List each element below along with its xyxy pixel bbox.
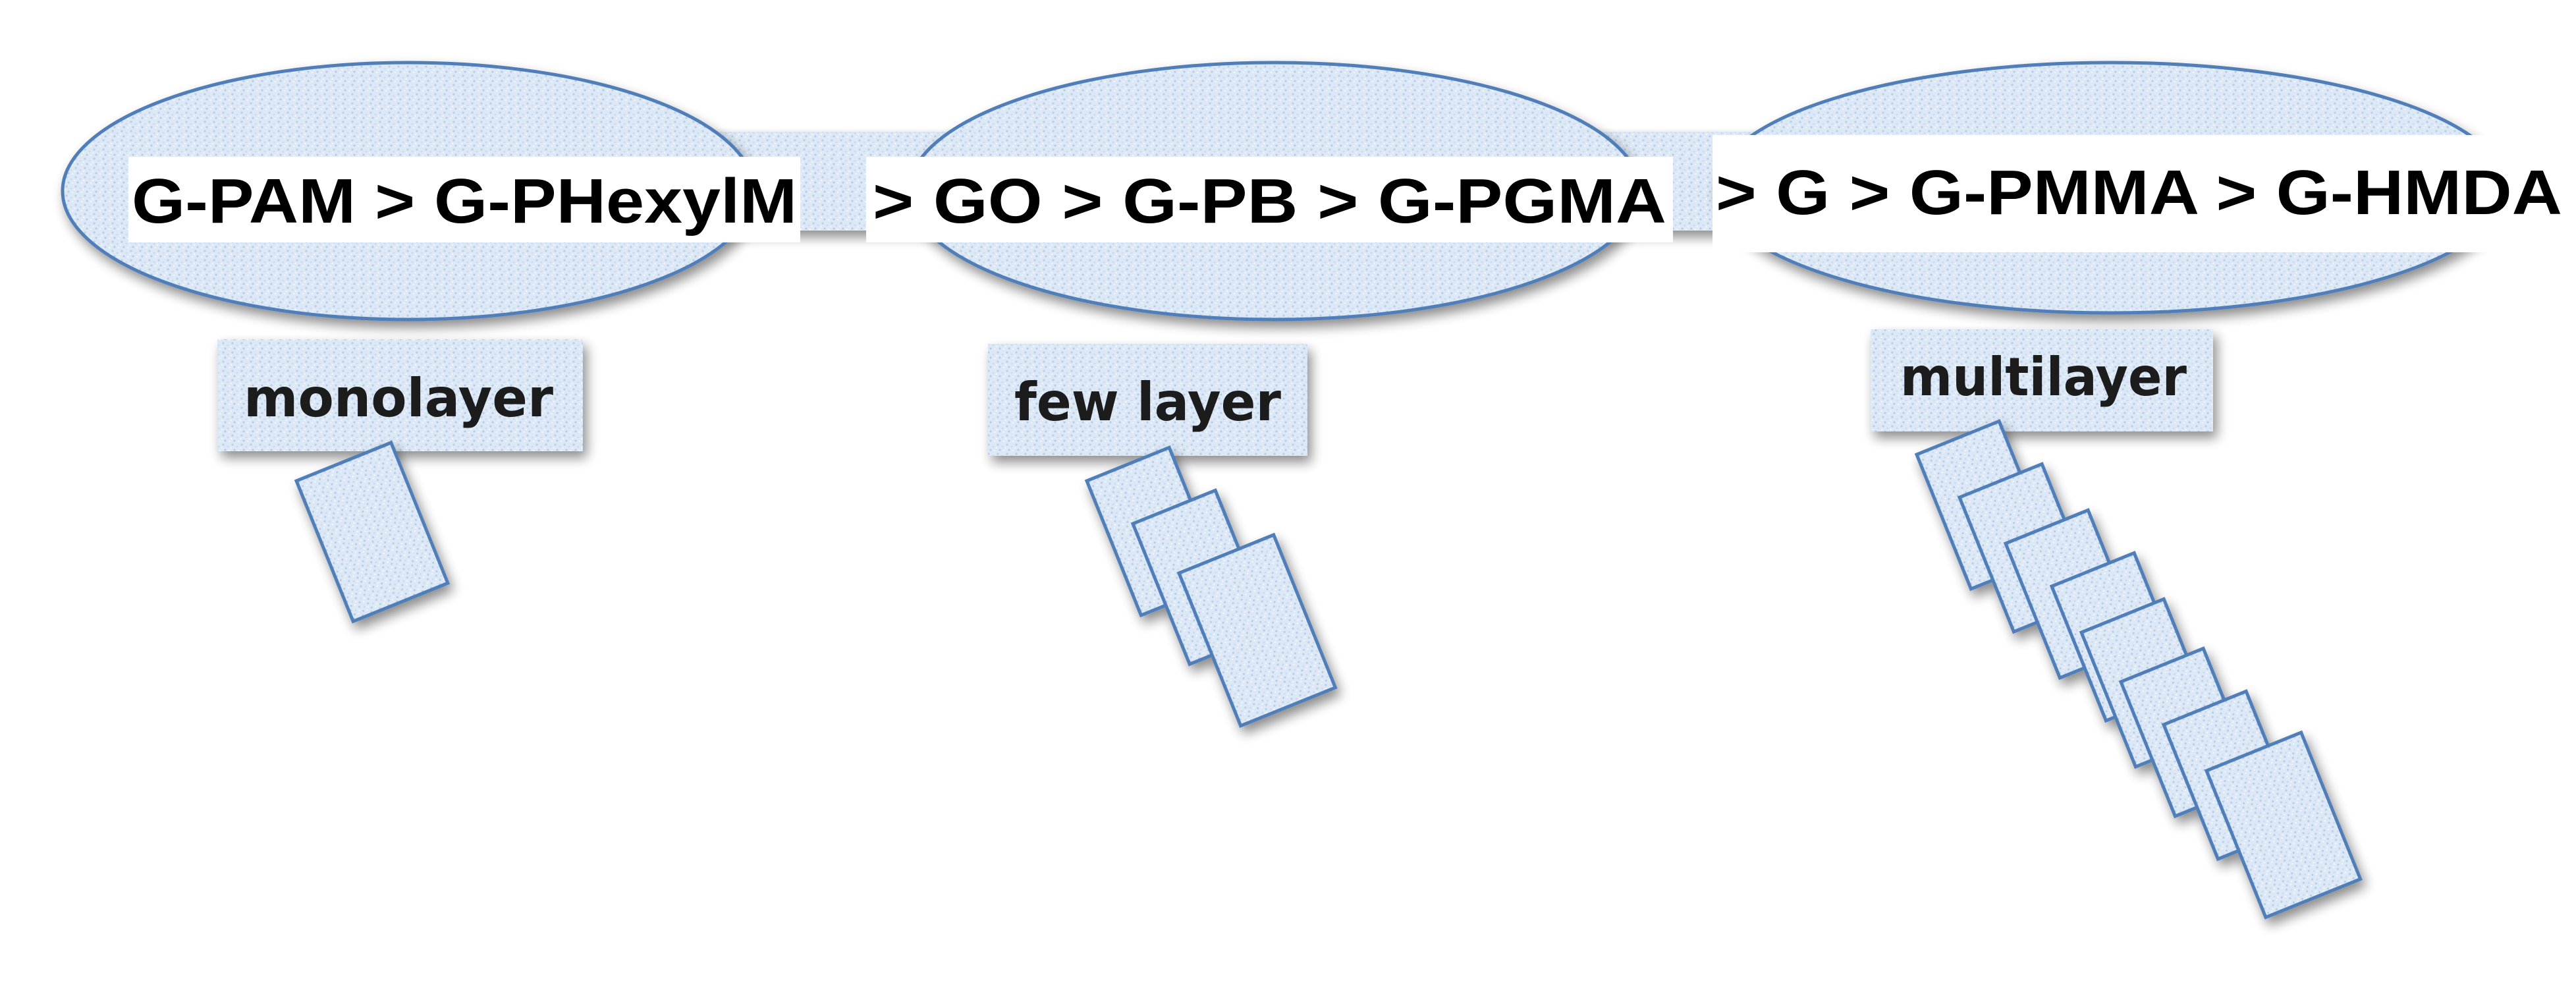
- sheet-stack-monolayer: [294, 440, 451, 624]
- sequence-box-few-layer: [866, 157, 1673, 242]
- sequence-box-multilayer: [1713, 135, 2569, 252]
- label-multilayer: multilayer: [1900, 347, 2187, 408]
- sheet-multilayer-8: [2204, 730, 2363, 920]
- sequence-text-multilayer: > G > G-PMMA > G-HMDA: [1716, 157, 2562, 228]
- sheet-few-layer-3: [1176, 532, 1338, 729]
- sheet-monolayer-1: [294, 440, 451, 624]
- label-few-layer: few layer: [1014, 372, 1282, 433]
- group-multilayer: > G > G-PMMA > G-HMDA multilayer: [1713, 61, 2569, 920]
- label-box-few-layer: [988, 344, 1307, 456]
- group-monolayer: G-PAM > G-PHexylM monolayer: [61, 61, 800, 624]
- label-monolayer: monolayer: [244, 368, 554, 429]
- sequence-text-few-layer: > GO > G-PB > G-PGMA: [873, 166, 1666, 236]
- group-few-layer: > GO > G-PB > G-PGMA few layer: [866, 61, 1673, 729]
- label-box-multilayer: [1871, 329, 2213, 431]
- sequence-box-monolayer: [128, 157, 800, 242]
- sheet-stack-multilayer: [1914, 419, 2363, 920]
- sheet-stack-few-layer: [1084, 445, 1338, 729]
- sequence-text-monolayer: G-PAM > G-PHexylM: [132, 166, 797, 236]
- label-box-monolayer: [217, 339, 583, 451]
